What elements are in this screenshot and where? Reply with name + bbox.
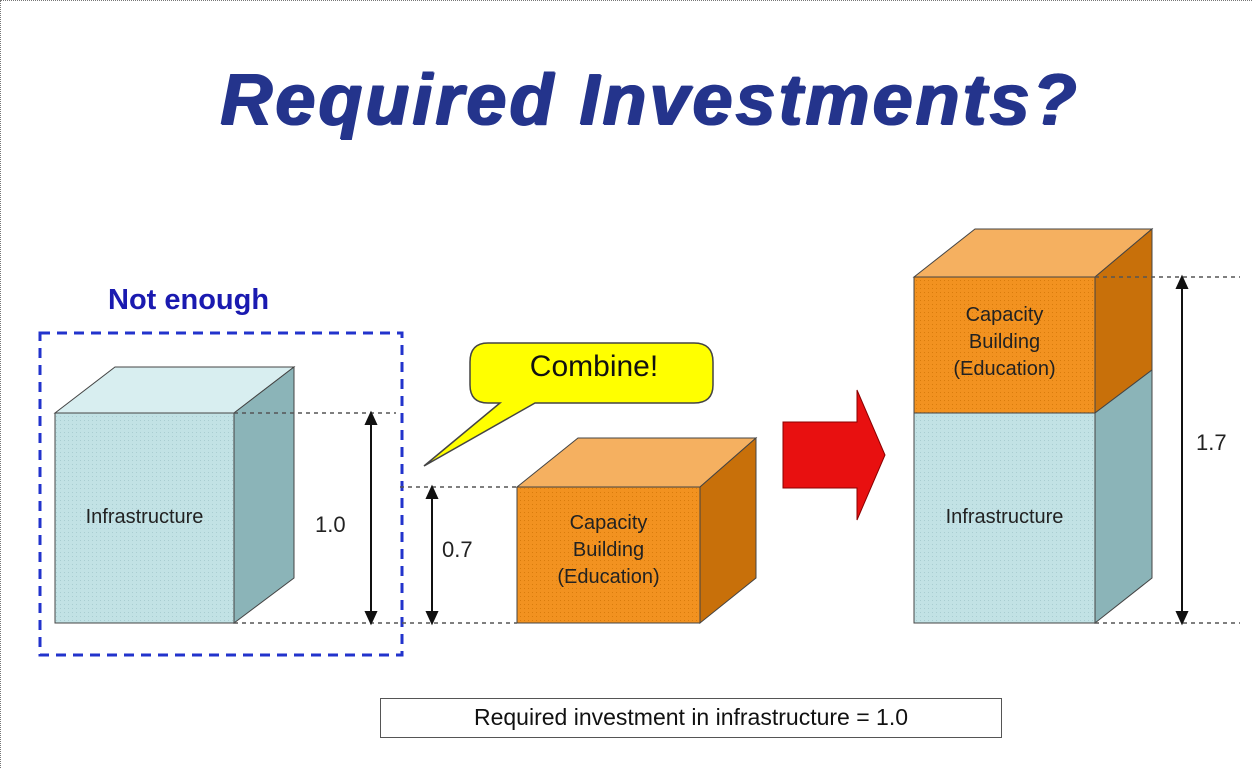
combined-stack: [912, 227, 1154, 625]
stack-capacity-label: Capacity Building (Education): [914, 302, 1095, 383]
stack-front-capacity: [913, 276, 1096, 414]
middle-cube-label-line: Building: [572, 539, 645, 561]
not-enough-label: Not enough: [108, 284, 270, 316]
stack-capacity-label-line: Building: [968, 331, 1041, 353]
cube-front-face: [54, 412, 235, 624]
middle-value-label: 0.7: [442, 537, 473, 562]
right-arrow-icon: [782, 389, 886, 521]
left-cube-label: Infrastructure: [85, 506, 204, 528]
capacity-cube-middle: [515, 436, 758, 625]
combine-label: Combine!: [529, 350, 659, 383]
slide-title: Required Investments?: [220, 60, 1080, 140]
stack-value-label: 1.7: [1196, 430, 1227, 455]
stack-front-infrastructure: [913, 412, 1096, 624]
guide-lines: [234, 276, 1240, 624]
stack-capacity-label-line: (Education): [953, 358, 1056, 380]
cube-front-face: [516, 486, 701, 624]
stack-capacity-label-line: Capacity: [965, 304, 1044, 326]
infrastructure-cube-left: [53, 365, 296, 624]
middle-cube-label-line: (Education): [557, 566, 660, 588]
left-value-label: 1.0: [315, 512, 346, 537]
not-enough-frame: [38, 331, 404, 657]
middle-cube-label-line: Capacity: [569, 512, 648, 534]
middle-cube-label: Capacity Building (Education): [517, 510, 700, 591]
stack-side-lower: [1094, 368, 1153, 625]
dimension-arrows: [364, 274, 1189, 626]
footer-note: Required investment in infrastructure = …: [380, 698, 1002, 738]
stack-infrastructure-label: Infrastructure: [945, 506, 1064, 528]
combine-callout: [423, 342, 714, 467]
